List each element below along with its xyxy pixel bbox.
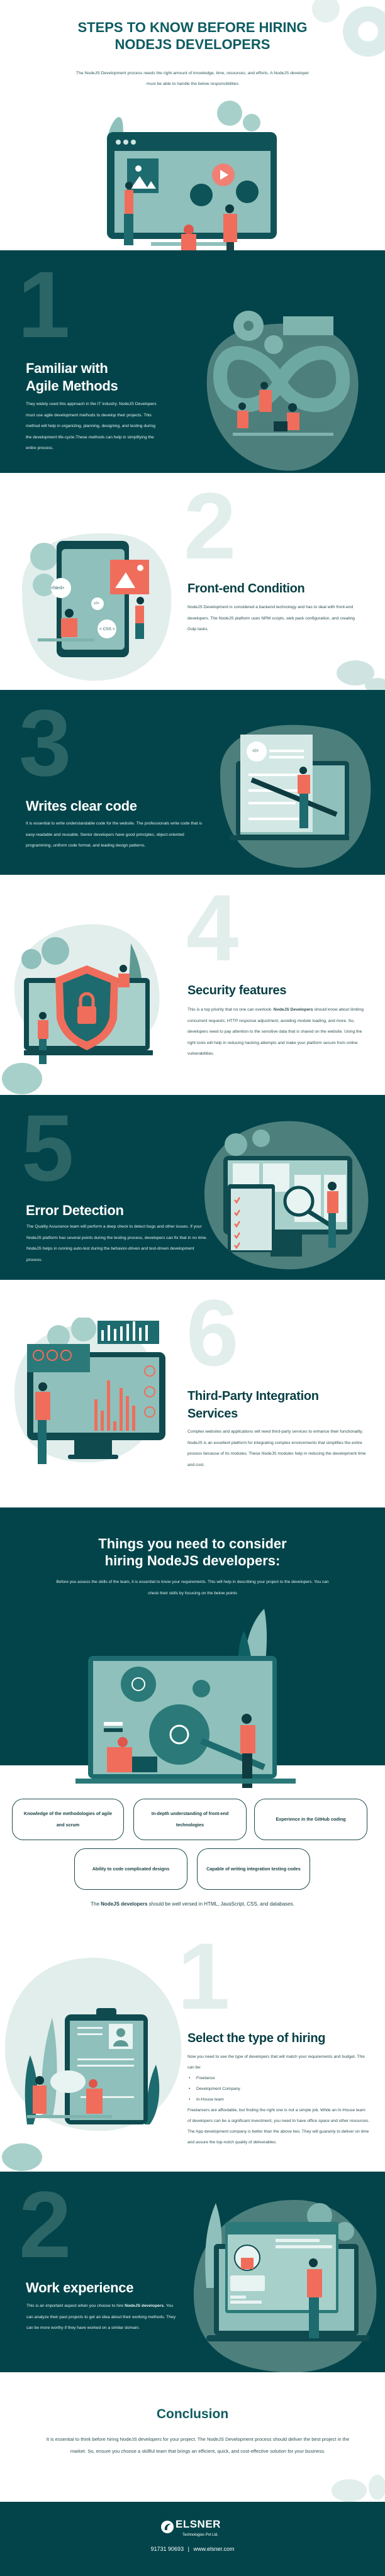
hiring-illustration (5, 1955, 184, 2137)
hiring-option: Freelance (187, 2073, 370, 2084)
step-text: NodeJS Development is considered a backe… (187, 605, 355, 631)
hiring-text-part: . You can analyze their past projects to… (26, 2304, 176, 2330)
step-title: Familiar with Agile Methods (26, 360, 118, 395)
skill-card: Knowledge of the methodologies of agile … (12, 1799, 124, 1840)
skill-card: Capable of writing integration testing c… (197, 1848, 310, 1890)
step-title: Third-Party Integration Services (187, 1387, 319, 1423)
note-bold: NodeJS developers (101, 1901, 148, 1907)
frontend-illustration: <html> </> < CSS > (16, 525, 179, 689)
step-title: Security features (187, 984, 287, 997)
skill-card: Experience in the GitHub coding (254, 1799, 367, 1840)
hiring-title: Select the type of hiring (187, 2031, 326, 2045)
elsner-logo-icon (161, 2521, 174, 2533)
hero-illustration (94, 101, 283, 283)
step-title-line: Services (187, 1407, 238, 1421)
conclusion-title: Conclusion (156, 2407, 229, 2421)
hiring-number: 2 (19, 2172, 72, 2277)
step-text-part: This is a top priority that no one can o… (187, 1008, 274, 1012)
hiring-paragraph: Freelancers are affordable, but finding … (187, 2108, 370, 2145)
decor-leaf (327, 2472, 385, 2502)
consider-title-line: Things you need to consider (98, 1536, 287, 1552)
code-badge: </> (94, 602, 99, 606)
consider-title-line: hiring NodeJS developers: (104, 1553, 281, 1568)
decor-gears-top (308, 0, 385, 75)
step-number: 2 (184, 473, 237, 579)
footer-contact: 91731 90693 | www.elsner.com (0, 2546, 385, 2552)
hiring-intro: Now you need to see the type of develope… (187, 2055, 365, 2070)
step-number: 3 (19, 690, 72, 796)
step-title-line: Agile Methods (26, 378, 118, 394)
hiring-text: This is an important aspect when you cho… (26, 2301, 181, 2334)
separator: | (187, 2546, 189, 2552)
agile-illustration (195, 301, 365, 480)
step-number: 6 (186, 1280, 239, 1385)
css-badge: < CSS > (99, 627, 115, 631)
error-detection-illustration (201, 1118, 374, 1275)
step-title: Error Detection (26, 1202, 124, 1218)
phone-number[interactable]: 91731 90693 (150, 2546, 184, 2552)
security-illustration (11, 918, 165, 1069)
hiring-title: Work experience (26, 2280, 134, 2296)
code-badge: </> (252, 749, 259, 753)
hiring-option: Development Company (187, 2084, 370, 2094)
step-title-line: Familiar with (26, 360, 108, 376)
hiring-number: 1 (177, 1923, 230, 2029)
decor-leaf (330, 657, 385, 693)
step-title-line: Third-Party Integration (187, 1389, 319, 1403)
decor-leaf (0, 2141, 57, 2172)
note-part: should be well versed in HTML, JavaScrip… (147, 1901, 294, 1907)
hiring-text-part: This is an important aspect when you cho… (26, 2304, 125, 2308)
elsner-logo: ELSNER Technologies Pvt Ltd. (160, 2518, 230, 2540)
step-number: 5 (21, 1095, 74, 1201)
step-title: Front-end Condition (187, 582, 305, 596)
step-title: Writes clear code (26, 798, 137, 814)
consider-intro: Before you assess the skills of the team… (56, 1580, 329, 1596)
footer (0, 2502, 385, 2576)
page-title: STEPS TO KNOW BEFORE HIRING NODEJS DEVEL… (0, 19, 385, 53)
hiring-option: In-House team (187, 2094, 370, 2105)
logo-name: ELSNER (176, 2518, 221, 2530)
consider-note: The NodeJS developers should be well ver… (69, 1899, 316, 1909)
step-text-bold: NodeJS Developers (273, 1008, 313, 1012)
step-number: 4 (186, 875, 239, 980)
step-text: They widely used this approach in the IT… (26, 402, 157, 450)
decor-leaf (0, 1060, 57, 1095)
work-experience-illustration (187, 2187, 382, 2373)
step-text: This is a top priority that no one can o… (187, 1004, 364, 1060)
integration-illustration (11, 1316, 169, 1468)
page-title-line: STEPS TO KNOW BEFORE HIRING (77, 19, 308, 35)
skill-card: Ability to code complicated designs (74, 1848, 187, 1890)
step-text-part: should know about limiting concurrent re… (187, 1008, 364, 1056)
step-number: 1 (18, 252, 70, 357)
step-text: Complex websites and applications will n… (187, 1430, 366, 1467)
logo-subtitle: Technologies Pvt Ltd. (182, 2533, 219, 2537)
step-text: It is essential to write understandable … (26, 821, 203, 848)
consider-illustration (75, 1602, 302, 1791)
html-badge: <html> (51, 586, 65, 591)
page-title-line: NODEJS DEVELOPERS (114, 36, 271, 52)
gear-icon (312, 0, 385, 57)
website-link[interactable]: www.elsner.com (193, 2546, 235, 2552)
consider-title: Things you need to consider hiring NodeJ… (0, 1535, 385, 1569)
skill-card: In-depth understanding of front-end tech… (133, 1799, 247, 1840)
conclusion-text: It is essential to think before hiring N… (46, 2436, 350, 2454)
note-part: The (91, 1901, 101, 1907)
hiring-text-bold: NodeJS developers (125, 2304, 164, 2308)
intro-text: The NodeJS Development process needs the… (75, 71, 310, 86)
hiring-text: Now you need to see the type of develope… (187, 2051, 370, 2148)
code-illustration: </> (208, 717, 374, 874)
hiring-options: Freelance Development Company In-House t… (187, 2073, 370, 2105)
step-text: The Quality Assurance team will perform … (26, 1224, 208, 1262)
